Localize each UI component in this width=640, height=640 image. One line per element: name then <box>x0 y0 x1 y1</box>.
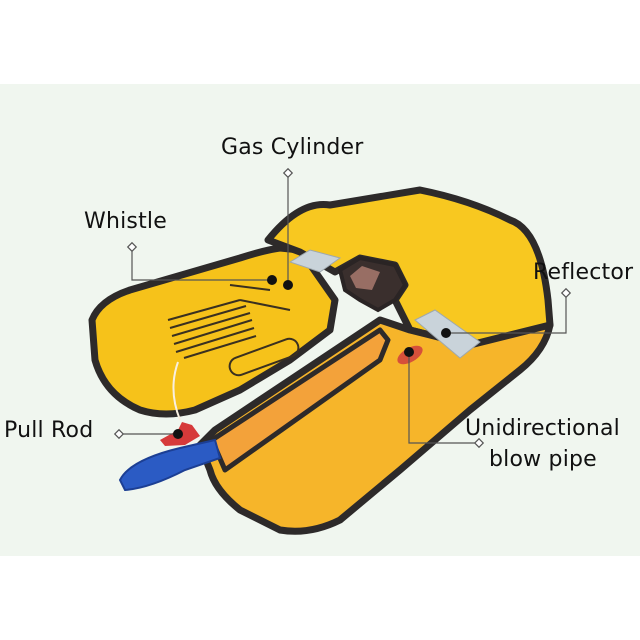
reflector-patch-upper <box>288 249 342 273</box>
instruction-print <box>167 284 291 359</box>
leader-reflector <box>441 287 572 338</box>
leader-whistle <box>126 241 277 285</box>
leader-blow-pipe <box>404 347 485 449</box>
label-gas-cylinder: Gas Cylinder <box>221 135 364 160</box>
blue-strap <box>118 438 222 492</box>
leader-pull-rod <box>113 428 183 440</box>
label-blow-pipe-line1: Unidirectional <box>465 416 620 441</box>
brand-tag <box>228 337 300 377</box>
lanyard-cord <box>172 361 181 421</box>
vest-right-panel <box>196 316 554 535</box>
label-whistle: Whistle <box>84 209 167 234</box>
label-pull-rod: Pull Rod <box>4 418 94 443</box>
leader-gas-cylinder <box>282 167 294 290</box>
label-reflector: Reflector <box>533 260 634 285</box>
pocket-flap <box>209 327 391 473</box>
label-blow-pipe-line2: blow pipe <box>489 447 597 472</box>
